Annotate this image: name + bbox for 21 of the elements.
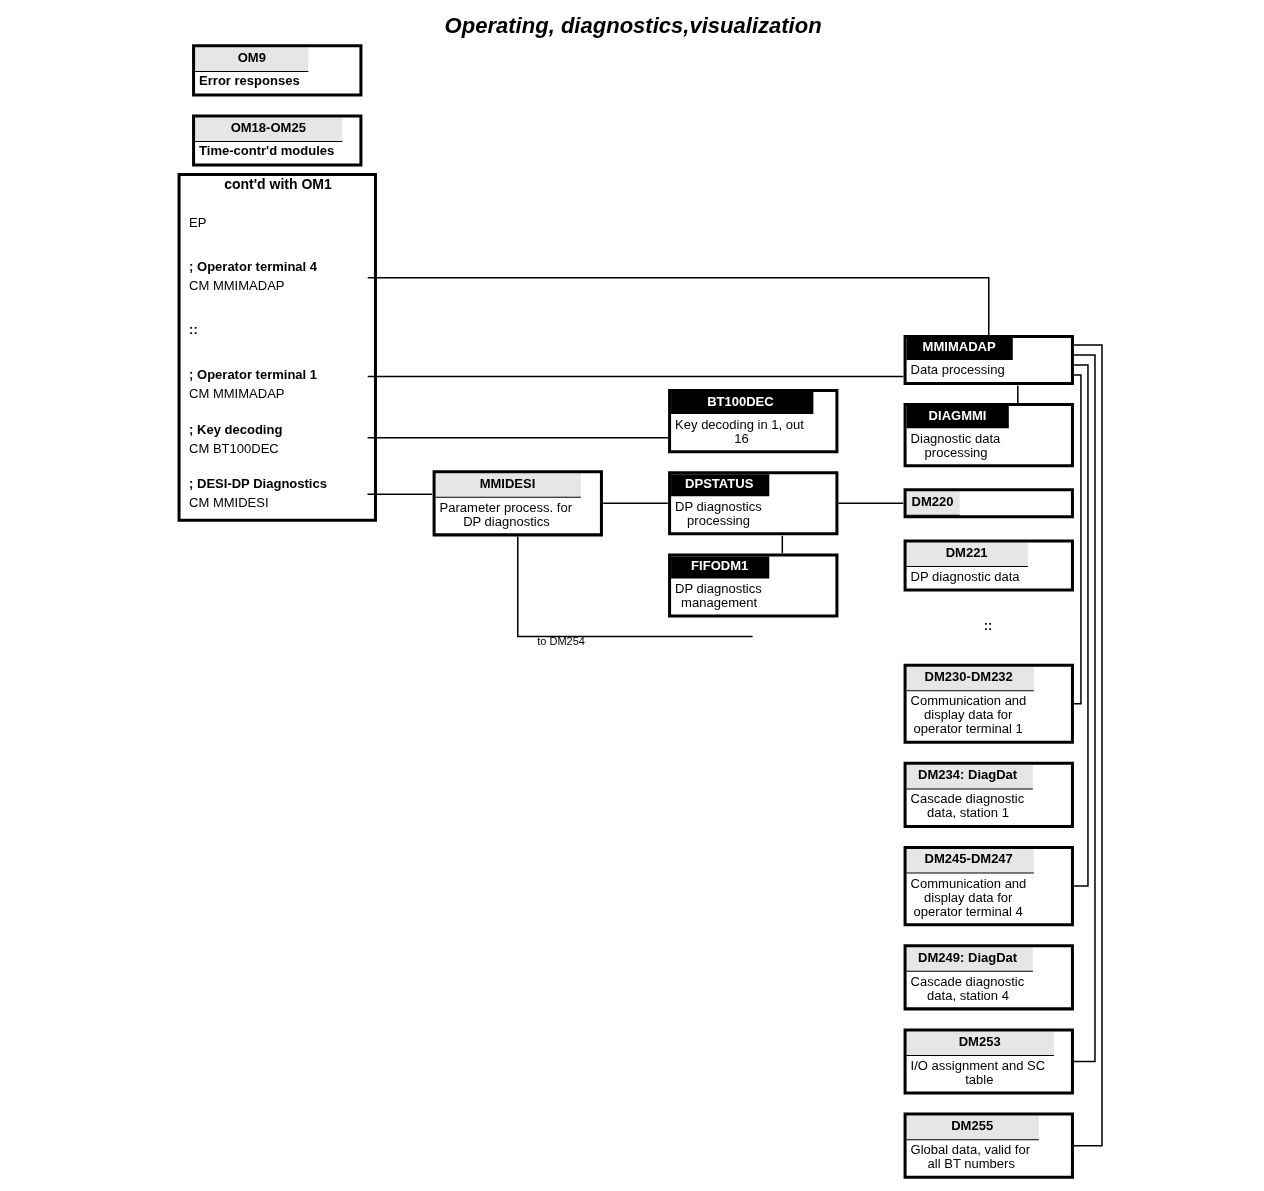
node-text: EP — [188, 215, 206, 231]
node-text: ; Operator terminal 4 CM MMIMADAP — [188, 259, 317, 294]
connector — [366, 375, 904, 378]
connector — [1072, 364, 1089, 887]
edge-label: to DM254 — [536, 635, 585, 648]
connector — [1016, 384, 1019, 404]
node-text: ; Key decoding CM BT100DEC — [188, 421, 282, 456]
connector — [366, 493, 433, 496]
diagram-title: Operating, diagnostics,visualization — [444, 12, 822, 38]
connector — [366, 277, 989, 336]
connector — [1072, 374, 1082, 705]
connector — [1072, 344, 1103, 1147]
label: :: — [983, 617, 992, 633]
connector — [601, 502, 669, 505]
node-text: ; DESI-DP Diagnostics CM MMIDESI — [188, 475, 327, 510]
connector — [837, 502, 904, 505]
connector — [1072, 354, 1096, 1063]
node-text: ; Operator terminal 1 CM MMIMADAP — [188, 367, 317, 402]
node-text: :: — [188, 322, 198, 338]
connector — [366, 436, 669, 439]
connector — [516, 535, 753, 638]
